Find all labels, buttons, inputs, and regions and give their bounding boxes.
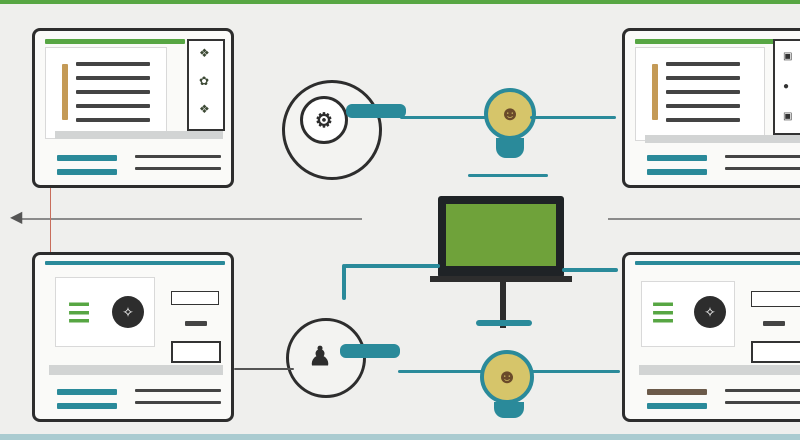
connector-line [342,264,346,300]
portrait-node-icon: ☻ [496,365,518,388]
toggle-block [751,341,800,363]
left-arrow-head-icon: ◀ [10,209,23,226]
plant-rack-panel [171,291,219,305]
bottom-right-card[interactable]: ☰ ✧ [622,252,800,422]
monitor-stand [500,282,506,328]
plant-sprout-icon: ❖ [199,46,210,60]
card-teal-bar [57,155,117,161]
portrait-stand [494,402,524,418]
connector-line [562,268,618,272]
document-icon: ☰ [64,298,94,328]
card-content-pane: ☰ ✧ [55,277,155,347]
card-content-pane [635,47,765,141]
faucet-handle-icon: ⚙ [315,109,333,132]
left-feed-line [234,368,294,370]
plant-leaf-icon: ● [783,81,790,92]
left-guide-line [50,180,51,270]
plant-sprout-icon: ❖ [199,102,210,116]
plant-grid-panel: ❖ ✿ ❖ [187,39,225,131]
top-right-card[interactable]: ▣ ● ▣ [622,28,800,188]
top-accent-strip [0,0,800,4]
connector-line [344,264,440,268]
plant-leaf-icon: ✿ [199,74,210,88]
bottom-accent-strip [0,434,800,440]
person-node-icon: ♟ [308,340,332,371]
left-arrow-line [18,218,362,220]
connector-line [398,370,484,373]
faucet-handle-inner [300,96,348,144]
card-divider [55,131,223,139]
plant-badge-icon: ✧ [112,296,144,328]
monitor-foot [476,320,532,326]
portrait-node-icon: ☻ [499,102,521,125]
plant-badge-icon: ✧ [694,296,726,328]
plant-rack-panel [751,291,800,307]
person-node[interactable] [286,318,366,398]
portrait-node[interactable] [480,350,534,404]
top-left-card[interactable]: ❖ ✿ ❖ [32,28,234,188]
connector-line [400,116,490,119]
document-icon: ☰ [648,298,678,328]
connector-teal [340,344,400,358]
plant-grid-panel: ▣ ● ▣ [773,39,800,135]
portrait-base-line [468,174,548,177]
monitor-base [430,276,572,282]
right-arrow-line [608,218,800,220]
card-content-pane: ☰ ✧ [641,281,735,347]
toggle-block [171,341,221,363]
monitor-screen [446,204,556,266]
connector-line [530,116,616,119]
plant-sprout-icon: ▣ [783,111,793,122]
bottom-left-card[interactable]: ☰ ✧ [32,252,234,422]
connector-line [530,370,620,373]
card-teal-bar [57,169,117,175]
card-header-bar [45,39,185,44]
plant-sprout-icon: ▣ [783,51,793,62]
portrait-stand [496,138,524,158]
connector-teal [346,104,406,118]
card-content-pane [45,47,167,139]
